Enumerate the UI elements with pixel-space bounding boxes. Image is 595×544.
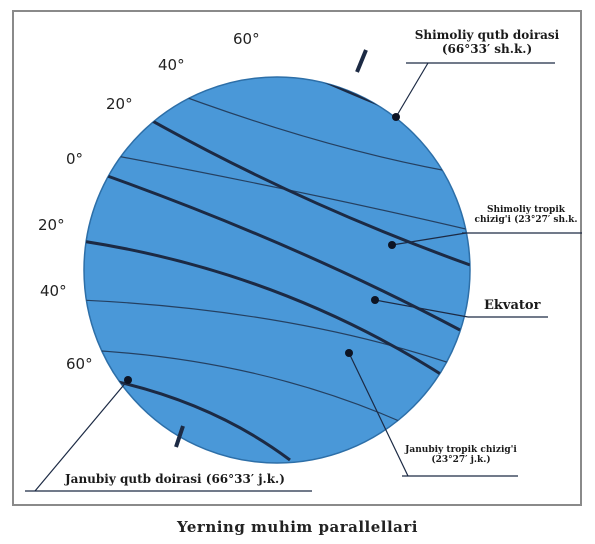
lat-label-40n: 40°: [158, 56, 185, 74]
parallel-thin-4: [84, 299, 470, 371]
tropic-capricorn-label-line1: Janubiy tropik chizig'i: [405, 445, 517, 455]
tropic-capricorn-label-line2: (23°27′ j.k.): [431, 455, 491, 465]
tropic-cancer-label: Shimoliy tropik chizig'i (23°27′ sh.k.: [468, 205, 584, 225]
tropic-cancer-label-line2: chizig'i (23°27′ sh.k.: [474, 215, 578, 225]
lat-label-60s: 60°: [66, 355, 93, 373]
arctic-circle-label-line1: Shimoliy qutb doirasi: [414, 28, 560, 42]
lat-label-20n: 20°: [106, 95, 133, 113]
equator-label: Ekvator: [484, 298, 541, 313]
lat-label-20s: 20°: [38, 216, 65, 234]
globe: [83, 76, 471, 464]
leader-lines: [34, 62, 469, 492]
tropic-of-capricorn-line: [84, 238, 451, 382]
antarctic-circle-label: Janubiy qutb doirasi (66°33′ j.k.): [65, 472, 285, 486]
lat-label-0: 0°: [66, 150, 84, 168]
lat-label-40s: 40°: [40, 282, 67, 300]
arctic-circle-label-line2: (66°33′ sh.k.): [441, 42, 533, 56]
parallels: [84, 77, 470, 462]
figure-caption: Yerning muhim parallellari: [176, 518, 419, 536]
tropic-cancer-label-line1: Shimoliy tropik: [486, 205, 566, 215]
marker-dots: [124, 113, 400, 384]
tropic-of-cancer-line: [132, 108, 470, 267]
lat-label-60n: 60°: [233, 30, 260, 48]
arctic-circle-label: Shimoliy qutb doirasi (66°33′ sh.k.): [412, 28, 562, 56]
tropic-capricorn-label: Janubiy tropik chizig'i (23°27′ j.k.): [402, 445, 520, 465]
parallel-thin-5: [84, 349, 441, 441]
south-pole-axis: [174, 425, 185, 448]
north-pole-axis: [355, 49, 368, 73]
equator-line: [84, 166, 461, 332]
antarctic-circle-line: [99, 376, 291, 462]
